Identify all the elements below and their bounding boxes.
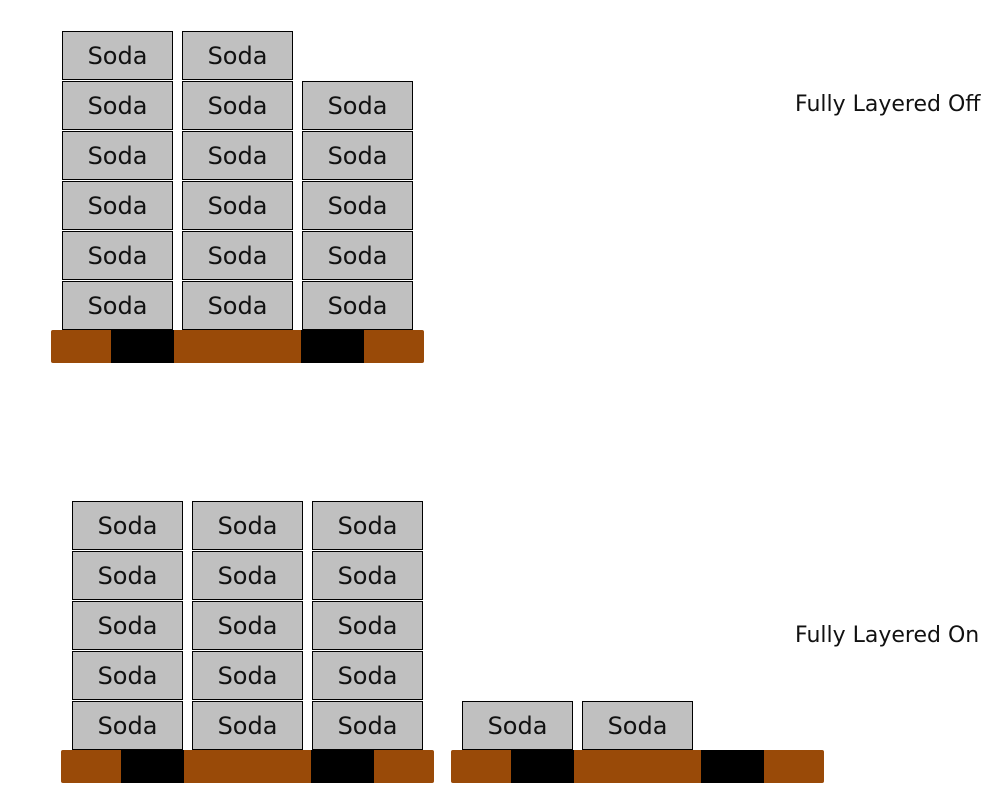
soda-case: Soda xyxy=(462,701,573,750)
soda-case: Soda xyxy=(192,501,303,550)
soda-case: Soda xyxy=(72,601,183,650)
pallet-block xyxy=(121,750,184,783)
soda-case: Soda xyxy=(62,181,173,230)
soda-case: Soda xyxy=(302,81,413,130)
soda-case: Soda xyxy=(62,31,173,80)
soda-case: Soda xyxy=(182,281,293,330)
pallet-block xyxy=(511,750,574,783)
soda-case: Soda xyxy=(192,551,303,600)
soda-case: Soda xyxy=(312,651,423,700)
pallet xyxy=(451,750,824,783)
soda-case: Soda xyxy=(302,131,413,180)
soda-case: Soda xyxy=(302,181,413,230)
soda-case: Soda xyxy=(192,701,303,750)
pallet-block xyxy=(311,750,374,783)
pallet-block xyxy=(301,330,364,363)
soda-case: Soda xyxy=(62,281,173,330)
scenario-label-off: Fully Layered Off xyxy=(795,92,981,117)
soda-case: Soda xyxy=(312,551,423,600)
soda-case: Soda xyxy=(72,701,183,750)
pallet xyxy=(51,330,424,363)
pallet xyxy=(61,750,434,783)
soda-case: Soda xyxy=(72,501,183,550)
soda-case: Soda xyxy=(182,131,293,180)
soda-case: Soda xyxy=(192,651,303,700)
soda-case: Soda xyxy=(312,701,423,750)
soda-case: Soda xyxy=(62,81,173,130)
soda-case: Soda xyxy=(182,181,293,230)
soda-case: Soda xyxy=(312,501,423,550)
pallet-block xyxy=(111,330,174,363)
soda-case: Soda xyxy=(302,231,413,280)
soda-case: Soda xyxy=(72,551,183,600)
soda-case: Soda xyxy=(192,601,303,650)
soda-case: Soda xyxy=(582,701,693,750)
soda-case: Soda xyxy=(62,231,173,280)
soda-case: Soda xyxy=(182,31,293,80)
scenario-label-on: Fully Layered On xyxy=(795,623,980,648)
soda-case: Soda xyxy=(302,281,413,330)
soda-case: Soda xyxy=(182,231,293,280)
soda-case: Soda xyxy=(62,131,173,180)
soda-case: Soda xyxy=(72,651,183,700)
pallet-block xyxy=(701,750,764,783)
soda-case: Soda xyxy=(312,601,423,650)
soda-case: Soda xyxy=(182,81,293,130)
